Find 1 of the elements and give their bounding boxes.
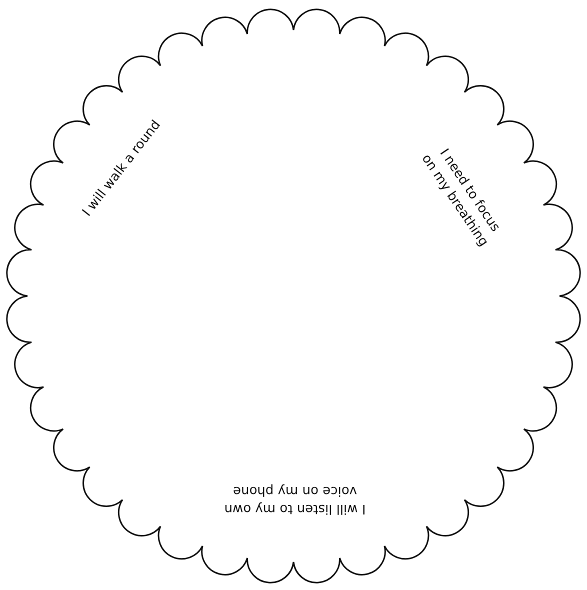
circle-text: I will listen to my own voice on my phone xyxy=(223,482,367,518)
